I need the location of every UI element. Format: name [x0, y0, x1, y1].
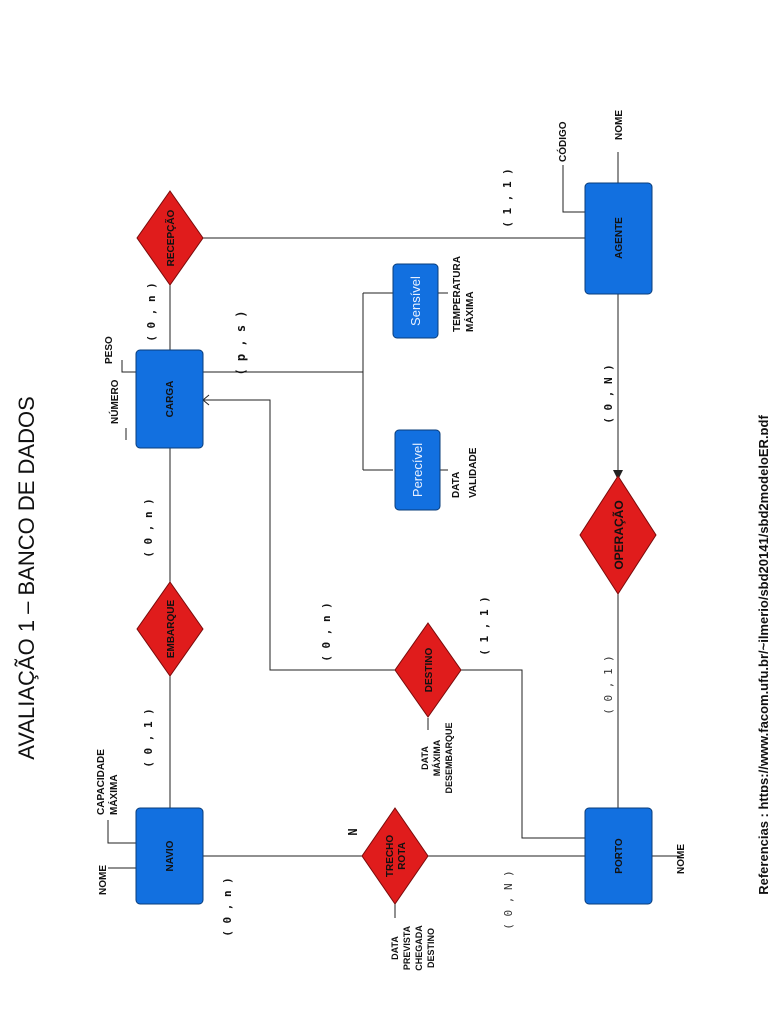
attr-line-agente-codigo	[562, 165, 585, 213]
card-embarque-carga: ( 0 , n )	[142, 498, 155, 558]
attr-perecivel-data-1: DATA	[451, 472, 462, 498]
attr-destino-data-2: MÁXIMA	[432, 739, 442, 776]
cardinalities: ( 0 , n ) ( 1 , 1 ) ( p , s ) ( 0 , n ) …	[142, 168, 615, 937]
attr-sensivel-temp-1: TEMPERATURA	[452, 256, 463, 332]
attr-line-navio-capacidade	[107, 820, 136, 844]
entity-perecivel-label: Perecível	[410, 443, 425, 497]
attr-porto-nome: NOME	[676, 844, 687, 874]
entity-porto-label: PORTO	[614, 838, 625, 874]
attr-carga-numero: NÚMERO	[108, 379, 121, 424]
card-specialization: ( p , s )	[234, 310, 248, 375]
attr-destino-data-1: DATA	[420, 746, 430, 770]
entity-navio[interactable]: NAVIO	[135, 807, 204, 905]
entity-porto[interactable]: PORTO	[584, 807, 653, 905]
relationship-embarque-label: EMBARQUE	[166, 600, 177, 659]
card-recepcao-carga: ( 0 , n )	[145, 282, 158, 342]
relationship-operacao-label: OPERAÇÃO	[611, 500, 626, 569]
attr-agente-codigo: CÓDIGO	[556, 121, 569, 162]
relationship-embarque[interactable]: EMBARQUE	[136, 581, 204, 677]
line-destino-porto	[461, 669, 585, 839]
relationship-operacao[interactable]: OPERAÇÃO	[579, 475, 657, 595]
page-title: AVALIAÇÃO 1 – BANCO DE DADOS	[14, 396, 39, 760]
attr-perecivel-data-2: VALIDADE	[468, 447, 479, 498]
entity-perecivel[interactable]: Perecível	[394, 429, 441, 511]
arrow-head-icon	[613, 470, 623, 480]
reference-text: Referencias : https://www.facom.ufu.br/~…	[756, 415, 768, 895]
entity-agente-label: AGENTE	[614, 217, 625, 259]
card-rota-n: N	[346, 828, 360, 835]
relationship-trecho-rota[interactable]: TRECHO ROTA	[361, 807, 429, 905]
relationship-destino-label: DESTINO	[424, 648, 435, 693]
attr-rota-data-2: PREVISTA	[402, 925, 412, 970]
attr-navio-capacidade-1: CAPACIDADE	[96, 749, 107, 815]
relationship-recepcao-label: RECEPÇÃO	[164, 209, 177, 266]
attr-rota-data-1: DATA	[390, 936, 400, 960]
attr-carga-peso: PESO	[104, 336, 115, 364]
attr-agente-nome: NOME	[614, 110, 625, 140]
entity-navio-label: NAVIO	[165, 840, 176, 871]
attr-rota-data-4: DESTINO	[426, 928, 436, 968]
card-operacao-agente: ( 0 , N )	[602, 364, 615, 424]
connector-lines	[107, 152, 680, 918]
relationship-rota-label-1: TRECHO	[385, 835, 396, 877]
attr-line-carga-peso	[121, 360, 136, 373]
entity-sensivel-label: Sensível	[408, 276, 423, 326]
attributes: NOME CAPACIDADE MÁXIMA PESO NÚMERO TEMPE…	[96, 110, 687, 971]
entity-agente[interactable]: AGENTE	[584, 182, 653, 295]
card-recepcao-agente: ( 1 , 1 )	[501, 168, 514, 228]
entity-sensivel[interactable]: Sensível	[392, 263, 439, 339]
card-embarque-navio: ( 0 , 1 )	[142, 708, 155, 768]
attr-rota-data-3: CHEGADA	[414, 925, 424, 971]
card-operacao-porto: ( 0 , 1 )	[602, 655, 615, 715]
card-rota-navio: ( 0 , n )	[221, 877, 234, 937]
attr-navio-capacidade-2: MÁXIMA	[107, 774, 120, 815]
attr-destino-data-3: DESEMBARQUE	[444, 722, 454, 793]
relationship-destino[interactable]: DESTINO	[394, 622, 462, 718]
relationship-recepcao[interactable]: RECEPÇÃO	[136, 190, 204, 286]
entity-carga-label: CARGA	[165, 381, 176, 418]
attr-navio-nome: NOME	[98, 865, 109, 895]
line-carga-destino	[203, 399, 396, 671]
card-destino-porto: ( 1 , 1 )	[478, 596, 491, 656]
entity-carga[interactable]: CARGA	[135, 349, 204, 449]
card-rota-porto: ( 0 , N )	[502, 870, 515, 930]
relationship-rota-label-2: ROTA	[397, 842, 408, 870]
card-destino-carga: ( 0 , n )	[320, 602, 333, 662]
attr-sensivel-temp-2: MÁXIMA	[463, 291, 476, 332]
